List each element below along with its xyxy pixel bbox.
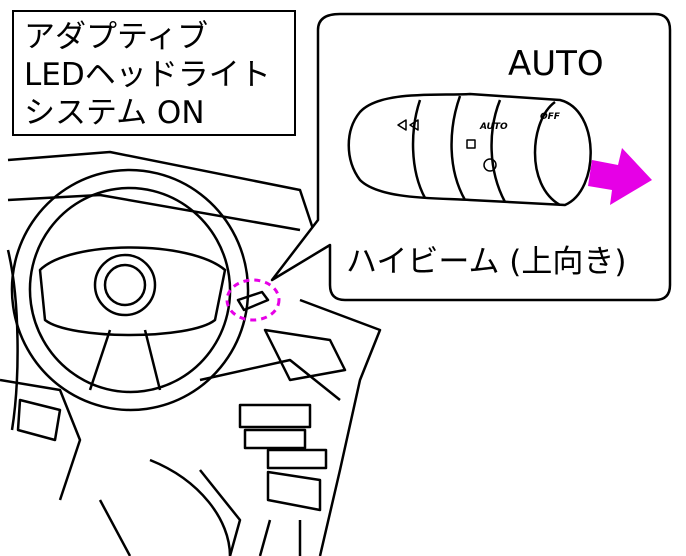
lever-small [236,290,270,312]
high-beam-caption: ハイビーム (上向き) [346,244,627,280]
title-line: システム ON [24,95,205,131]
title-line: LEDヘッドライト [24,57,271,93]
push-arrow-icon [588,148,652,205]
auto-position-label: AUTO [508,44,604,84]
lever-highlight-circle [225,278,281,322]
headlight-lever [347,92,592,207]
feature-title-box: アダプティブ LEDヘッドライト システム ON [12,10,296,136]
dashboard-lines [0,150,382,556]
steering-wheel [10,168,250,412]
title-line: アダプティブ [24,19,209,55]
lever-off-mark: OFF [540,112,560,122]
lever-auto-mark: AUTO [480,122,508,132]
